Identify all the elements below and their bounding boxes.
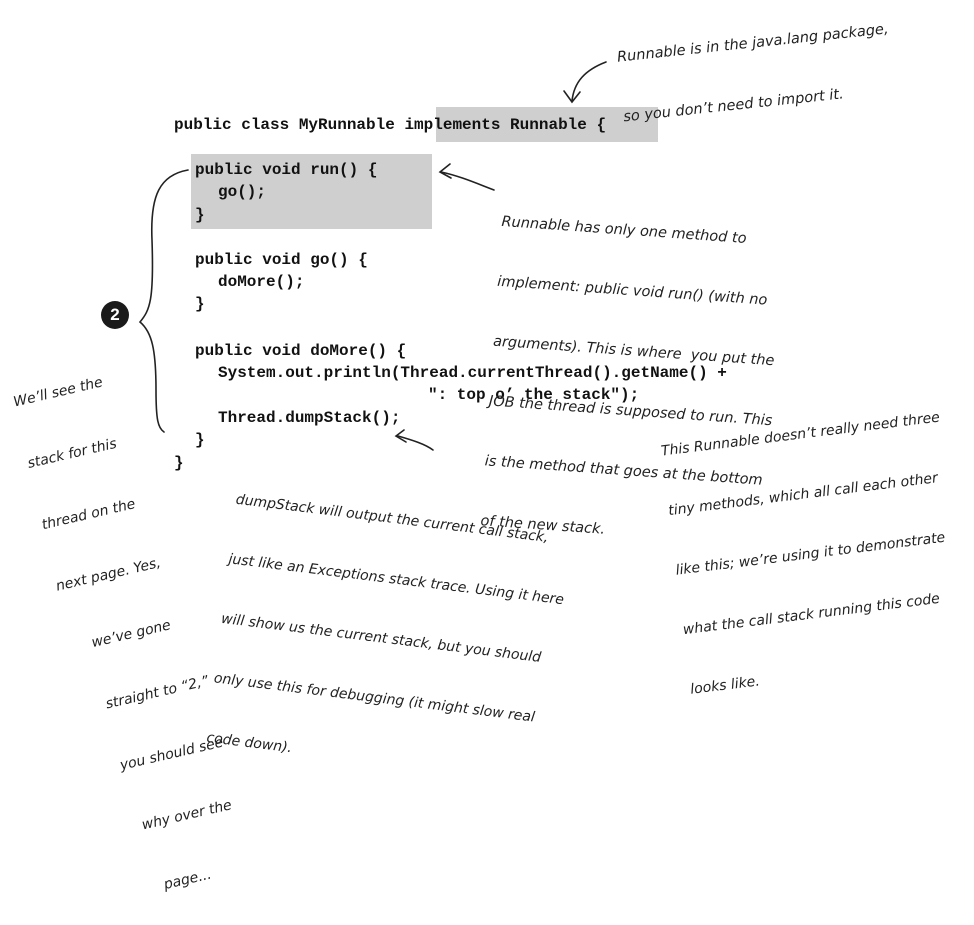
class-decl-prefix: public class MyRunnable	[174, 116, 405, 134]
class-declaration: public class MyRunnable implements Runna…	[174, 114, 606, 136]
see-stack-line-8: why over the	[140, 797, 234, 834]
implements-highlight	[436, 107, 658, 142]
run-method-close: }	[195, 206, 205, 224]
see-stack-line-2: stack for this	[26, 435, 119, 472]
println-continuation: ": top o’ the stack");	[428, 386, 640, 404]
run-method-highlight	[191, 154, 432, 229]
run-method-body: go();	[218, 183, 267, 201]
see-stack-line-4: next page. Yes,	[54, 554, 163, 595]
see-stack-line-5: we’ve gone	[90, 617, 173, 652]
see-stack-line-3: thread on the	[40, 496, 137, 534]
see-stack-line-6: straight to “2,”	[104, 673, 211, 713]
three-methods-line-5: looks like.	[689, 673, 761, 698]
println-statement: System.out.println(Thread.currentThread(…	[218, 364, 727, 382]
three-methods-line-4: what the call stack running this code	[682, 590, 941, 639]
step-2-badge: 2	[101, 301, 129, 329]
arrow-to-dumpstack	[397, 435, 434, 451]
dumpstack-statement: Thread.dumpStack();	[218, 409, 401, 427]
three-methods-line-3: like this; we’re using it to demonstrate	[674, 529, 947, 579]
dumpstack-note: dumpStack will output the current call s…	[203, 450, 577, 809]
java-lang-line-1: Runnable is in the java.lang package,	[616, 21, 890, 66]
go-method-body: doMore();	[218, 273, 305, 291]
go-method-close: }	[195, 295, 205, 313]
run-note-line-3: arguments). This is where you put the	[492, 333, 775, 370]
three-methods-line-2: tiny methods, which all call each other	[667, 470, 939, 520]
see-stack-line-1: We’ll see the	[11, 374, 105, 411]
class-close: }	[174, 454, 184, 472]
left-brace	[138, 169, 189, 433]
see-stack-line-9: page...	[162, 866, 213, 893]
arrow-to-run	[440, 171, 495, 191]
domore-method-close: }	[195, 431, 205, 449]
dumpstack-line-1: dumpStack will output the current call s…	[234, 491, 550, 546]
implements-runnable: implements Runnable	[404, 116, 587, 134]
dumpstack-line-3: will show us the current stack, but you …	[220, 610, 542, 666]
annotation-arrows	[138, 61, 607, 451]
dumpstack-line-2: just like an Exceptions stack trace. Usi…	[227, 551, 565, 609]
java-lang-line-2: so you don’t need to import it.	[622, 86, 845, 126]
run-note-line-2: implement: public void run() (with no	[496, 273, 768, 309]
arrow-to-implements	[571, 61, 607, 102]
class-decl-suffix: {	[586, 116, 607, 134]
three-methods-note: This Runnable doesn’t really need three …	[655, 368, 973, 720]
three-methods-line-1: This Runnable doesn’t really need three	[660, 409, 941, 460]
domore-method-declaration: public void doMore() {	[195, 342, 407, 360]
go-method-declaration: public void go() {	[195, 251, 368, 269]
run-note-line-1: Runnable has only one method to	[500, 213, 748, 247]
dumpstack-line-5: code down).	[205, 729, 293, 757]
dumpstack-line-4: only use this for debugging (it might sl…	[212, 670, 536, 726]
run-method-declaration: public void run() {	[195, 161, 378, 179]
